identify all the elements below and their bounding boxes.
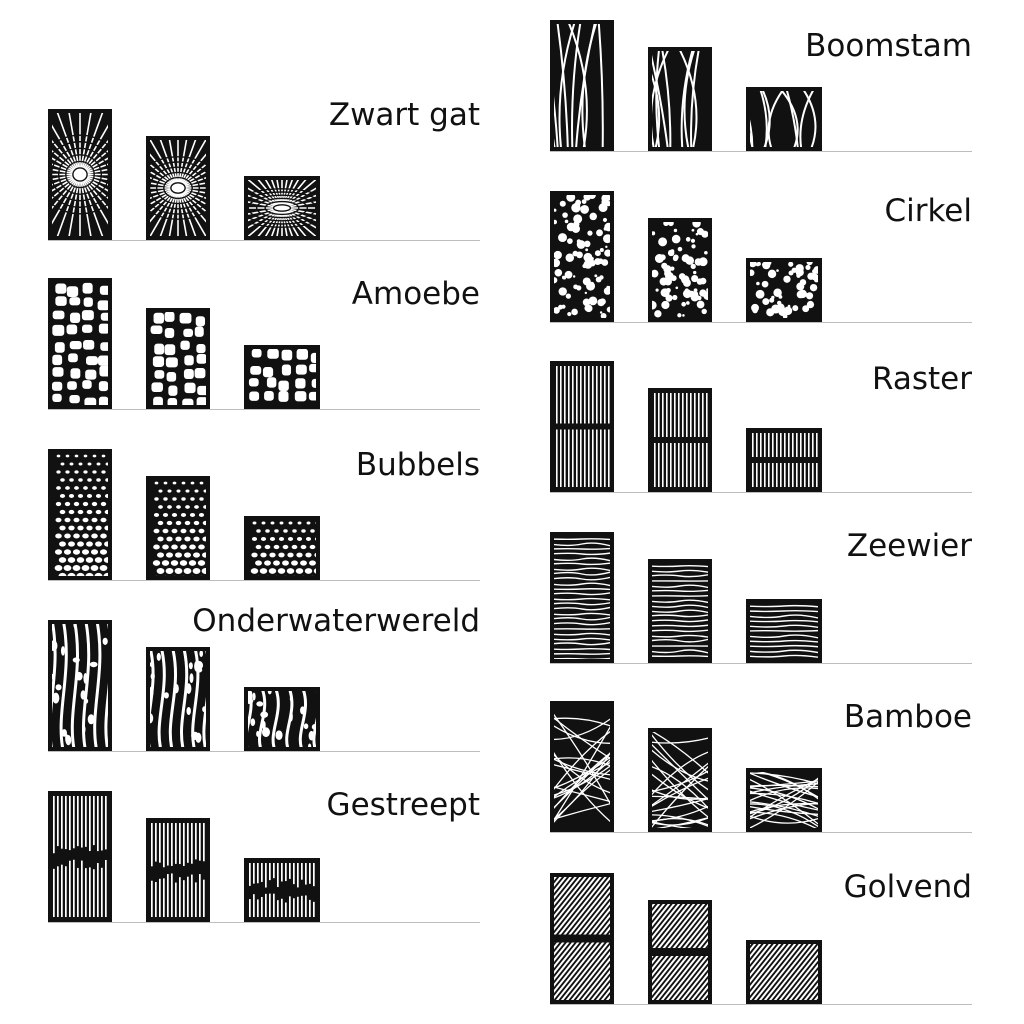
pattern-label: Golvend bbox=[843, 869, 972, 905]
baseline bbox=[48, 580, 480, 581]
panel-medium bbox=[146, 136, 210, 240]
panel-medium bbox=[648, 218, 712, 322]
row-onderwaterwereld: Onderwaterwereld bbox=[48, 602, 480, 752]
row-boomstam: Boomstam bbox=[550, 0, 972, 152]
panel-medium bbox=[648, 559, 712, 663]
panel-medium bbox=[648, 728, 712, 832]
panel-small bbox=[244, 345, 320, 409]
pattern-label: Onderwaterwereld bbox=[192, 603, 480, 639]
pattern-label: Zeewier bbox=[846, 528, 972, 564]
pattern-label: Cirkel bbox=[884, 193, 972, 229]
baseline bbox=[550, 663, 972, 664]
panel-large bbox=[550, 191, 614, 322]
baseline bbox=[550, 1004, 972, 1005]
panel-medium bbox=[648, 900, 712, 1004]
panel-medium bbox=[648, 47, 712, 151]
panel-small bbox=[244, 687, 320, 751]
baseline bbox=[48, 751, 480, 752]
row-cirkel: Cirkel bbox=[550, 173, 972, 323]
panel-medium bbox=[146, 308, 210, 409]
panel-large bbox=[550, 532, 614, 663]
row-golvend: Golvend bbox=[550, 855, 972, 1005]
panel-large bbox=[550, 361, 614, 492]
pattern-label: Zwart gat bbox=[328, 97, 480, 133]
baseline bbox=[48, 240, 480, 241]
panel-small bbox=[244, 858, 320, 922]
panel-large bbox=[48, 791, 112, 922]
pattern-label: Raster bbox=[872, 361, 972, 397]
panel-small bbox=[746, 940, 822, 1004]
panel-large bbox=[48, 449, 112, 580]
baseline bbox=[550, 322, 972, 323]
row-gestreept: Gestreept bbox=[48, 773, 480, 923]
baseline bbox=[550, 492, 972, 493]
baseline bbox=[48, 922, 480, 923]
row-bubbels: Bubbels bbox=[48, 431, 480, 581]
pattern-label: Bamboe bbox=[843, 699, 972, 735]
pattern-label: Bubbels bbox=[355, 447, 480, 483]
baseline bbox=[48, 409, 480, 410]
panel-small bbox=[746, 599, 822, 663]
row-zwart-gat: Zwart gat bbox=[48, 91, 480, 241]
panel-medium bbox=[146, 476, 210, 580]
panel-large bbox=[48, 620, 112, 751]
panel-small bbox=[244, 516, 320, 580]
panel-small bbox=[746, 87, 822, 151]
panel-small bbox=[746, 258, 822, 322]
baseline bbox=[550, 832, 972, 833]
panel-medium bbox=[146, 647, 210, 751]
panel-large bbox=[550, 701, 614, 832]
panel-large bbox=[48, 278, 112, 409]
baseline bbox=[550, 151, 972, 152]
panel-small bbox=[746, 428, 822, 492]
panel-small bbox=[244, 176, 320, 240]
panel-large bbox=[48, 109, 112, 240]
panel-large bbox=[550, 20, 614, 151]
row-raster: Raster bbox=[550, 343, 972, 493]
row-bamboe: Bamboe bbox=[550, 683, 972, 833]
pattern-label: Boomstam bbox=[805, 28, 972, 64]
row-zeewier: Zeewier bbox=[550, 514, 972, 664]
panel-small bbox=[746, 768, 822, 832]
pattern-label: Gestreept bbox=[326, 787, 480, 823]
pattern-label: Amoebe bbox=[351, 276, 480, 312]
row-amoebe: Amoebe bbox=[48, 260, 480, 410]
panel-medium bbox=[648, 388, 712, 492]
panel-medium bbox=[146, 818, 210, 922]
panel-large bbox=[550, 873, 614, 1004]
